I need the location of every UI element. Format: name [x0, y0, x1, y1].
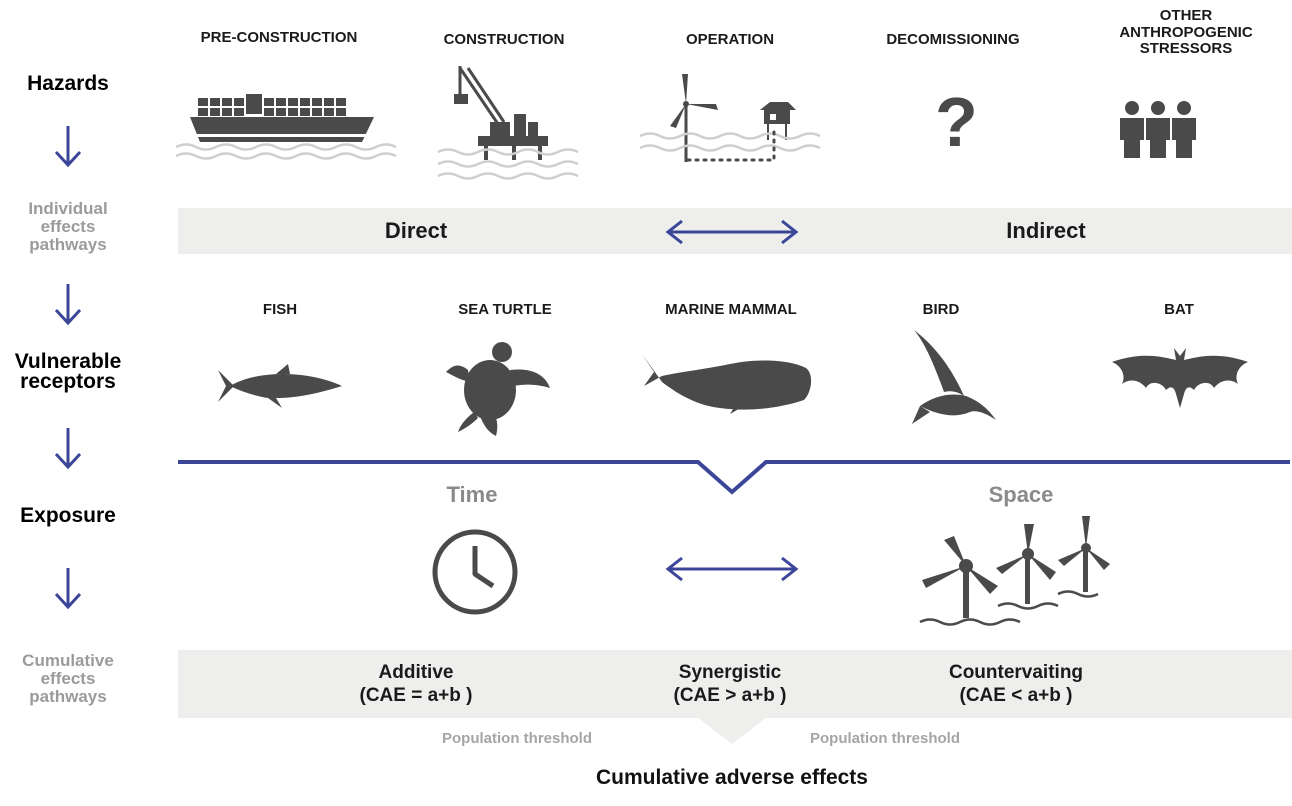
space-label: Space [988, 482, 1054, 507]
row-label-cumulative-effects: Cumulative effects pathways [22, 651, 114, 706]
hazard-label-operation: OPERATION [685, 31, 775, 48]
fish-icon [218, 364, 342, 408]
threshold-pointer [698, 718, 766, 744]
countervailing-effect: Countervaiting (CAE < a+b ) [948, 662, 1084, 706]
direct-label: Direct [384, 218, 448, 243]
bird-icon [912, 330, 996, 424]
population-threshold-right: Population threshold [810, 730, 960, 747]
cargo-ship-icon [175, 94, 397, 160]
exposure-divider-line [178, 460, 1290, 495]
down-arrow-icon [54, 284, 82, 326]
down-arrow-icon [54, 568, 82, 610]
hazard-label-pre-construction: PRE-CONSTRUCTION [200, 29, 358, 46]
people-group-icon [1120, 101, 1196, 158]
cumulative-adverse-effects-title: Cumulative adverse effects [596, 766, 868, 789]
receptor-label-bird: BIRD [922, 301, 960, 318]
down-arrow-icon [54, 126, 82, 168]
hazard-label-construction: CONSTRUCTION [443, 31, 565, 48]
double-arrow-icon [665, 556, 799, 582]
bat-icon [1112, 348, 1248, 408]
row-label-individual-effects: Individual effects pathways [28, 199, 108, 254]
wind-farm-icon [919, 516, 1110, 626]
question-mark-icon: ? [935, 83, 978, 161]
synergistic-effect: Synergistic (CAE > a+b ) [673, 662, 787, 706]
double-arrow-icon [665, 219, 799, 245]
time-label: Time [446, 482, 498, 507]
hazard-label-other-stressors: OTHER ANTHROPOGENIC STRESSORS [1119, 7, 1253, 57]
receptor-label-bat: BAT [1164, 301, 1194, 318]
receptor-label-fish: FISH [262, 301, 298, 318]
cumulative-effects-band [178, 650, 1292, 718]
hazard-label-decommissioning: DECOMISSIONING [886, 31, 1020, 48]
additive-effect: Additive (CAE = a+b ) [359, 662, 473, 706]
clock-icon [432, 529, 518, 615]
sea-turtle-icon [446, 342, 550, 436]
indirect-label: Indirect [1006, 218, 1086, 243]
receptor-label-marine-mammal: MARINE MAMMAL [665, 301, 797, 318]
construction-platform-icon [437, 66, 579, 180]
row-label-vulnerable-receptors: Vulnerable receptors [14, 350, 122, 393]
whale-icon [642, 354, 812, 414]
down-arrow-icon [54, 428, 82, 470]
row-label-exposure: Exposure [20, 504, 116, 527]
wind-turbine-substation-icon [639, 74, 821, 162]
population-threshold-left: Population threshold [442, 730, 592, 747]
row-label-hazards: Hazards [27, 72, 109, 95]
receptor-label-sea-turtle: SEA TURTLE [458, 301, 552, 318]
